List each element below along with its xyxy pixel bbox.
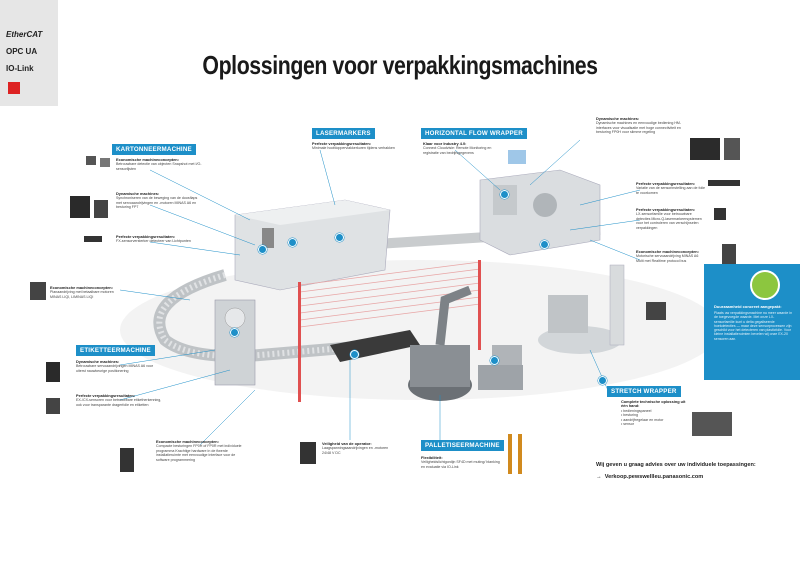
servo-drive-product-2 [46, 362, 60, 382]
plc-product [120, 448, 134, 472]
sustainability-text: Plaats uw verpakkingsmachine nu meer waa… [714, 311, 793, 341]
block-etiket-0: Economische machineconcepten:Planaandrij… [50, 285, 114, 299]
marker-dot [500, 190, 509, 199]
conveyor-curve-rollers [156, 272, 381, 359]
box-stack-top [492, 345, 522, 365]
sensor-product-2 [100, 158, 110, 167]
block-flow-3: Perfecte verpakkingsresultaten:Variatie … [636, 181, 706, 195]
hmi-product [690, 138, 720, 160]
laser-sensor-product [714, 208, 726, 220]
block-etiket-1: Dynamische machines:Betrouwbare servoaan… [76, 359, 154, 373]
leaf-icon [750, 270, 780, 300]
contact-link[interactable]: → Verkoop.pewswellleu.panasonic.com [596, 474, 704, 480]
wrapped-pallet [548, 295, 588, 333]
tag-horizontal-flow-wrapper: HORIZONTAL FLOW WRAPPER [421, 128, 527, 139]
fiber-amplifier-product [84, 236, 102, 242]
block-pallet-1: Economische machineconcepten:Compacte be… [156, 439, 242, 462]
tag-stretch-wrapper: STRETCH WRAPPER [607, 386, 681, 397]
marker-dot [490, 356, 499, 365]
arrow-right-icon: → [596, 474, 605, 480]
safety-light-curtain-product [508, 434, 512, 474]
io-link-logo: IO-Link [6, 64, 34, 73]
block-pallet-2: Veiligheid van de operator:Laagspannings… [322, 441, 389, 455]
marker-dot [335, 233, 344, 242]
sustainability-title: Duurzaamheid concreet aangepakt: [714, 304, 782, 309]
marker-dot [230, 328, 239, 337]
flow-wrapper-roll [533, 193, 557, 217]
sensor-product-1 [86, 156, 96, 165]
plc-product-2 [724, 138, 740, 160]
label-reel [224, 307, 246, 329]
block-flow-4: Perfecte verpakkingsresultaten:LX-sensor… [636, 207, 702, 230]
block-etiket-2: Perfecte verpakkingsresultaten:EX-/CX-se… [76, 393, 162, 407]
tag-lasermarkers: LASERMARKERS [312, 128, 375, 139]
cloud-monitor-product [508, 150, 526, 164]
light-curtain-post-left [298, 282, 301, 402]
sensor-product-3 [708, 180, 740, 186]
block-kartonneer-2: Dynamische machines:Synchroniseren van d… [116, 191, 198, 210]
servo-drive-product-3 [722, 244, 736, 270]
servo-drive-product [70, 196, 90, 218]
safety-light-curtain-product-2 [518, 434, 522, 474]
logo-sidebar: EtherCAT OPC UA IO-Link [0, 0, 58, 106]
marker-dot [258, 245, 267, 254]
motor-product-2 [30, 282, 46, 300]
box-stack [478, 365, 523, 390]
block-stretch-1: Complete technische oplossing uit één ha… [621, 399, 686, 427]
advice-text: Wij geven u graag advies over uw individ… [596, 462, 756, 468]
motor-product-3 [646, 302, 666, 320]
block-kartonneer-1: Economische machineconcepten:Betrouwbare… [116, 157, 202, 171]
robot-body [410, 345, 470, 387]
marker-dot [288, 238, 297, 247]
cartoning-panel [262, 228, 274, 248]
block-flow-5: Economische machineconcepten:Motorische … [636, 249, 699, 263]
cartoning-top [235, 200, 390, 225]
robot-arm [435, 285, 472, 346]
page-title: Oplossingen voor verpakkingsmachines [202, 50, 598, 80]
plcopen-logo [8, 82, 20, 94]
tag-kartonneermachine: KARTONNEERMACHINE [112, 144, 196, 155]
tag-etiketteermachine: ETIKETTEERMACHINE [76, 345, 155, 356]
ethercat-logo: EtherCAT [6, 30, 43, 39]
label-sensor-product [46, 398, 60, 414]
block-laser-1: Perfecte verpakkingsresultaten:Minimale … [312, 141, 395, 151]
marker-dot [350, 350, 359, 359]
low-voltage-drive-product [300, 442, 316, 464]
tag-palletiseermachine: PALLETISEERMACHINE [421, 440, 504, 451]
marker-dot [598, 376, 607, 385]
block-flow-2: Dynamische machines:Dynamische machines … [596, 116, 682, 135]
stretch-wrapper-mast [609, 264, 625, 346]
marker-dot [540, 240, 549, 249]
callout-lines [119, 139, 641, 446]
opc-ua-logo: OPC UA [6, 47, 38, 56]
block-kartonneer-3: Perfecte verpakkingsresultaten:FX-sensor… [116, 234, 191, 244]
block-flow-1: Klaar voor Industry 4.0:Connect Cloudvis… [423, 141, 492, 155]
stretch-products [692, 412, 732, 436]
light-curtain-post-right [478, 260, 481, 350]
motor-product [94, 200, 108, 218]
block-pallet-3: Flexibiliteit:Veiligheidslichtgordijn SF… [421, 455, 500, 469]
